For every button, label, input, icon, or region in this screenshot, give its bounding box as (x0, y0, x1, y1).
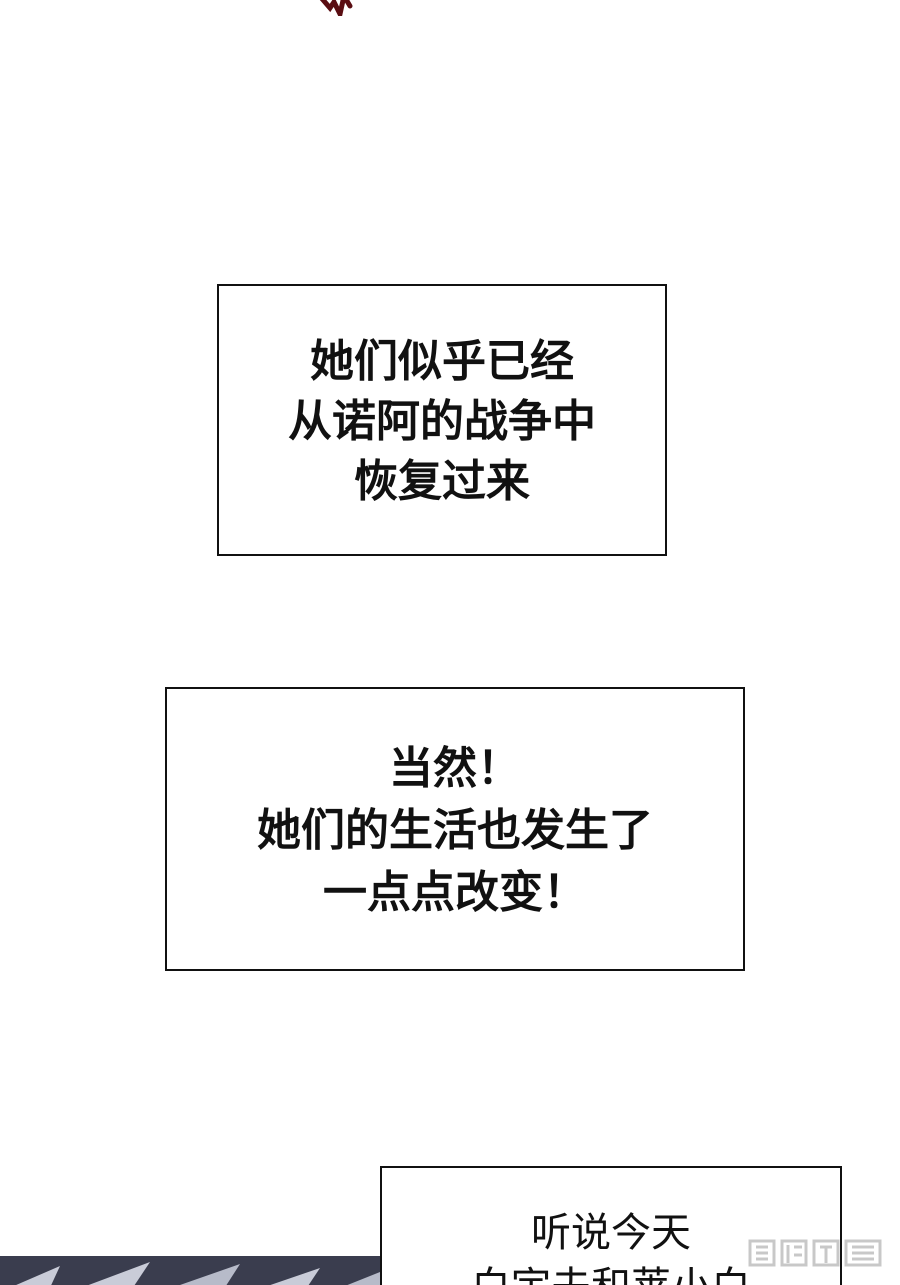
artwork-fragment-top (319, 0, 353, 16)
caption-2-line-1: 当然！ (389, 743, 521, 794)
caption-2-line-3: 一点点改变！ (323, 867, 587, 918)
caption-1-line-3: 恢复过来 (354, 456, 530, 507)
caption-3-line-1: 听说今天 (531, 1210, 691, 1256)
caption-box-3: 听说今天 白宇夫和莱小白 (380, 1166, 842, 1285)
tencent-comics-watermark-icon (748, 1239, 882, 1267)
caption-2-line-2: 她们的生活也发生了 (257, 805, 653, 856)
caption-box-2: 当然！ 她们的生活也发生了 一点点改变！ (165, 687, 745, 971)
artwork-strip-bottom (0, 1256, 380, 1285)
caption-1-line-1: 她们似乎已经 (310, 336, 574, 387)
caption-3-line-2: 白宇夫和莱小白 (471, 1260, 751, 1285)
caption-box-1: 她们似乎已经 从诺阿的战争中 恢复过来 (217, 284, 667, 556)
caption-1-line-2: 从诺阿的战争中 (288, 396, 596, 447)
